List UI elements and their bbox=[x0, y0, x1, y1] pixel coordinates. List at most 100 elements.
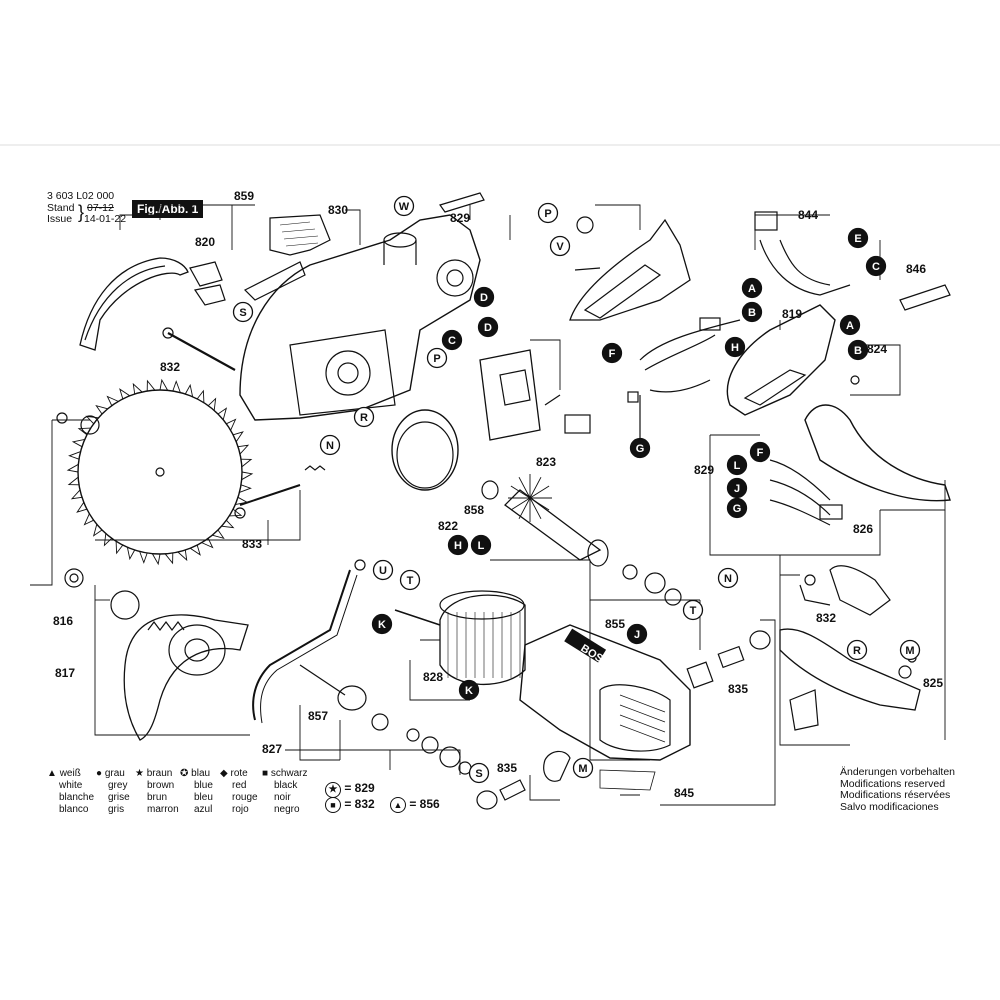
reference-letter-n: N bbox=[717, 567, 739, 589]
legend-eq-829: ★ = 829 bbox=[325, 782, 375, 798]
reference-letter-p: P bbox=[426, 347, 448, 369]
reference-letter-d: D bbox=[473, 286, 495, 308]
svg-text:D: D bbox=[480, 292, 488, 304]
reference-letter-s: S bbox=[232, 301, 254, 323]
legend-es: rojo bbox=[232, 804, 249, 815]
legend-de: braun bbox=[146, 768, 173, 779]
reference-letter-f: F bbox=[749, 441, 771, 463]
svg-text:C: C bbox=[448, 335, 456, 347]
legend-de: schwarz bbox=[270, 768, 308, 779]
reference-letter-g: G bbox=[726, 497, 748, 519]
part-number-833: 833 bbox=[242, 537, 262, 551]
part-number-832: 832 bbox=[160, 360, 180, 374]
svg-text:M: M bbox=[578, 763, 587, 775]
symbol-blue: ✪ bbox=[180, 768, 189, 779]
reference-letter-c: C bbox=[865, 255, 887, 277]
legend-de: weiß bbox=[59, 768, 81, 779]
part-number-832: 832 bbox=[816, 611, 836, 625]
svg-text:P: P bbox=[544, 208, 551, 220]
parts-artwork bbox=[0, 144, 1000, 810]
legend-es: azul bbox=[194, 804, 213, 815]
svg-text:F: F bbox=[609, 348, 616, 360]
legend-en: white bbox=[59, 780, 83, 791]
part-number-826: 826 bbox=[853, 522, 873, 536]
legend-es: gris bbox=[108, 804, 125, 815]
part-number-844: 844 bbox=[798, 208, 818, 222]
symbol-grey: ● bbox=[96, 768, 103, 779]
legend-es: blanco bbox=[59, 804, 89, 815]
svg-text:T: T bbox=[690, 605, 697, 617]
legend-es: marron bbox=[147, 804, 179, 815]
legend-eq-832: ■ = 832 bbox=[325, 797, 375, 813]
reference-letter-c: C bbox=[441, 329, 463, 351]
legend-en: red bbox=[232, 780, 247, 791]
reference-letter-s: S bbox=[468, 762, 490, 784]
eq-829-text: = 829 bbox=[344, 781, 375, 795]
part-number-820: 820 bbox=[195, 235, 215, 249]
legend-en: blue bbox=[194, 780, 213, 791]
reference-letter-w: W bbox=[393, 195, 415, 217]
svg-text:T: T bbox=[407, 575, 414, 587]
svg-text:S: S bbox=[475, 768, 482, 780]
part-number-857: 857 bbox=[308, 709, 328, 723]
part-number-816: 816 bbox=[53, 614, 73, 628]
svg-text:N: N bbox=[724, 573, 732, 585]
reference-letter-m: M bbox=[899, 639, 921, 661]
legend-fr: blanche bbox=[59, 792, 95, 803]
modification-notes: Änderungen vorbehalten Modifications res… bbox=[840, 766, 956, 813]
part-number-835: 835 bbox=[497, 761, 517, 775]
svg-text:W: W bbox=[399, 201, 410, 213]
svg-text:L: L bbox=[734, 460, 741, 472]
svg-text:B: B bbox=[748, 307, 756, 319]
reference-letter-h: H bbox=[447, 534, 469, 556]
part-number-825: 825 bbox=[923, 676, 943, 690]
svg-text:A: A bbox=[846, 320, 854, 332]
legend-de: grau bbox=[104, 768, 125, 779]
svg-text:N: N bbox=[326, 440, 334, 452]
note-en: Modifications reserved bbox=[840, 777, 946, 790]
reference-letter-b: B bbox=[741, 301, 763, 323]
svg-text:R: R bbox=[853, 645, 861, 657]
reference-letter-t: T bbox=[399, 569, 421, 591]
reference-letter-t: T bbox=[682, 599, 704, 621]
legend-en: grey bbox=[108, 780, 128, 791]
legend-es: negro bbox=[274, 804, 300, 815]
reference-letter-j: J bbox=[626, 623, 648, 645]
legend-col-red: ◆ rote red rouge rojo bbox=[220, 768, 258, 816]
svg-text:L: L bbox=[478, 540, 485, 552]
square-circle-icon: ■ bbox=[325, 797, 341, 813]
part-number-823: 823 bbox=[536, 455, 556, 469]
eq-832-text: = 832 bbox=[344, 797, 375, 811]
svg-text:U: U bbox=[379, 565, 387, 577]
reference-letter-r: R bbox=[353, 406, 375, 428]
symbol-brown: ★ bbox=[135, 768, 144, 779]
triangle-circle-icon: ▲ bbox=[390, 797, 406, 813]
svg-text:E: E bbox=[854, 233, 861, 245]
part-number-855: 855 bbox=[605, 617, 625, 631]
star-circle-icon: ★ bbox=[325, 782, 341, 798]
part-number-822: 822 bbox=[438, 519, 458, 533]
part-code: 3 603 L02 000 bbox=[47, 190, 115, 202]
svg-text:G: G bbox=[636, 443, 645, 455]
reference-letter-l: L bbox=[726, 454, 748, 476]
reference-letter-j: J bbox=[726, 477, 748, 499]
part-number-817: 817 bbox=[55, 666, 75, 680]
reference-letter-h: H bbox=[724, 336, 746, 358]
brand-plate bbox=[564, 628, 607, 663]
svg-text:P: P bbox=[433, 353, 440, 365]
legend-fr: rouge bbox=[232, 792, 258, 803]
legend-en: black bbox=[274, 780, 298, 791]
reference-letter-a: A bbox=[741, 277, 763, 299]
legend-eq-856: ▲ = 856 bbox=[390, 797, 440, 813]
legend-col-brown: ★ braun brown brun marron bbox=[135, 768, 179, 816]
reference-letter-l: L bbox=[470, 534, 492, 556]
part-number-859: 859 bbox=[234, 189, 254, 203]
svg-text:C: C bbox=[872, 261, 880, 273]
reference-letter-f: F bbox=[601, 342, 623, 364]
note-de: Änderungen vorbehalten bbox=[840, 766, 956, 778]
legend-de: rote bbox=[230, 768, 248, 779]
reference-letter-u: U bbox=[372, 559, 394, 581]
reference-letter-a: A bbox=[839, 314, 861, 336]
